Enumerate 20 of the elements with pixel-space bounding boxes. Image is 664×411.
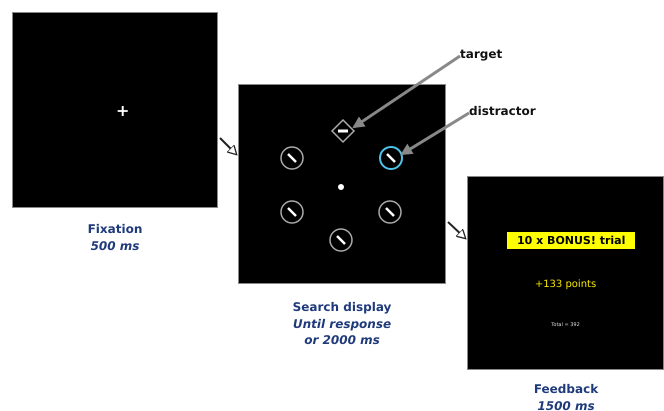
leader-arrow xyxy=(352,54,461,128)
screen-caption: Until response or 2000 ms xyxy=(292,316,392,348)
callout-label: distractor xyxy=(469,104,536,118)
transition-arrow xyxy=(447,221,466,240)
distractor-circle xyxy=(378,145,404,171)
screen-caption: Search display xyxy=(292,300,392,314)
target-diamond xyxy=(330,118,356,144)
screen-caption: Fixation xyxy=(88,222,142,236)
display-screen xyxy=(12,12,218,208)
callout-label: target xyxy=(460,47,502,61)
fixation-cross: + xyxy=(116,103,130,119)
display-screen xyxy=(467,176,664,370)
screen-caption: Feedback xyxy=(534,382,598,396)
bonus-banner: 10 x BONUS! trial xyxy=(507,232,636,249)
screen-caption: 1500 ms xyxy=(536,398,596,411)
leader-arrow xyxy=(400,112,470,156)
search-display-screen xyxy=(238,84,446,284)
points-text: +133 points xyxy=(534,279,598,290)
transition-arrow xyxy=(219,137,238,156)
screen-caption: 500 ms xyxy=(90,238,140,254)
